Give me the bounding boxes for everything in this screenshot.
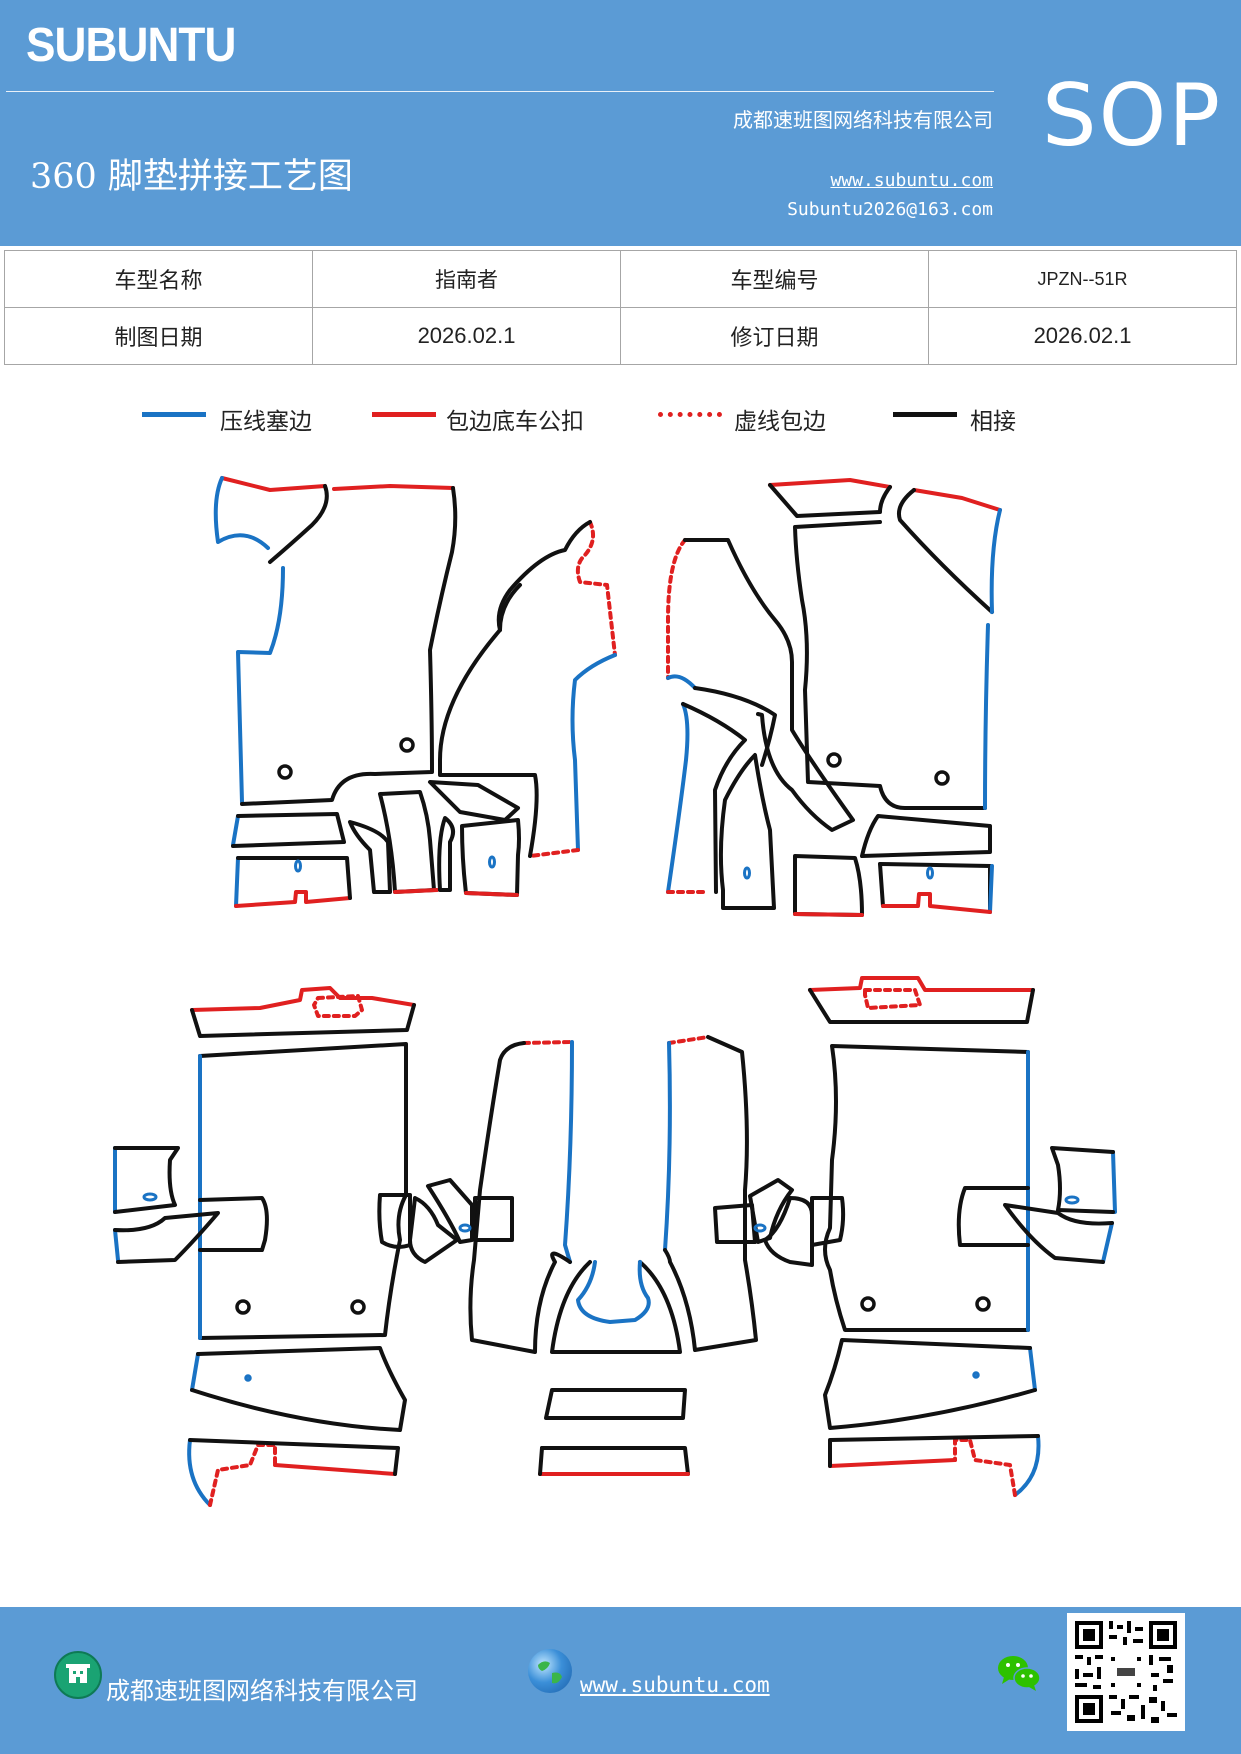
legend-swatch-red xyxy=(372,412,436,417)
legend-label: 包边底车公扣 xyxy=(446,409,584,435)
globe-icon xyxy=(528,1649,572,1693)
legend: 压线塞边 包边底车公扣 虚线包边 相接 xyxy=(0,400,1241,440)
footer-website-link[interactable]: www.subuntu.com xyxy=(580,1673,770,1697)
draw-date-value: 2026.02.1 xyxy=(312,307,621,365)
footer-company: 成都速班图网络科技有限公司 xyxy=(106,1677,418,1705)
footer-banner: 成都速班图网络科技有限公司 www.subuntu.com xyxy=(0,1607,1241,1754)
model-name-value: 指南者 xyxy=(312,250,621,308)
info-table: 车型名称 指南者 车型编号 JPZN--51R 制图日期 2026.02.1 修… xyxy=(4,250,1237,365)
rear-left-mat xyxy=(113,986,416,1507)
header-banner: SUBUNTU 成都速班图网络科技有限公司 360 脚垫拼接工艺图 www.su… xyxy=(0,0,1241,246)
wechat-icon[interactable] xyxy=(996,1651,1042,1695)
rear-left-connectors xyxy=(377,1178,514,1264)
rear-right-mat xyxy=(808,976,1117,1497)
logo: SUBUNTU xyxy=(26,19,236,72)
header-email: Subuntu2026@163.com xyxy=(787,199,993,220)
rear-center-pieces xyxy=(468,1035,758,1476)
revise-date-label: 修订日期 xyxy=(620,307,929,365)
draw-date-label: 制图日期 xyxy=(4,307,313,365)
header-company: 成都速班图网络科技有限公司 xyxy=(733,108,993,132)
header-divider xyxy=(6,91,994,92)
legend-label: 压线塞边 xyxy=(220,409,312,435)
building-icon xyxy=(54,1651,102,1699)
model-name-label: 车型名称 xyxy=(4,250,313,308)
front-right-mat xyxy=(768,478,1002,810)
page-title: 360 脚垫拼接工艺图 xyxy=(30,157,353,197)
legend-label: 虚线包边 xyxy=(734,409,826,435)
model-code-label: 车型编号 xyxy=(620,250,929,308)
legend-swatch-black xyxy=(893,412,957,417)
revise-date-value: 2026.02.1 xyxy=(928,307,1237,365)
info-row: 车型名称 指南者 车型编号 JPZN--51R xyxy=(4,250,1237,308)
model-code-value: JPZN--51R xyxy=(928,250,1237,308)
qr-code[interactable] xyxy=(1067,1613,1185,1731)
front-left-lower-pieces xyxy=(231,780,521,908)
front-left-mat xyxy=(213,476,458,806)
front-left-side-strip xyxy=(438,520,617,858)
info-row: 制图日期 2026.02.1 修订日期 2026.02.1 xyxy=(4,307,1237,365)
front-right-side-strip xyxy=(666,538,855,910)
sop-badge: SOP xyxy=(1042,66,1223,166)
legend-swatch-red-dotted xyxy=(658,412,722,417)
legend-swatch-blue xyxy=(142,412,206,417)
header-website-link[interactable]: www.subuntu.com xyxy=(830,170,993,191)
rear-right-connectors xyxy=(713,1178,846,1267)
legend-label: 相接 xyxy=(970,409,1016,435)
front-right-lower-pieces xyxy=(793,814,994,917)
